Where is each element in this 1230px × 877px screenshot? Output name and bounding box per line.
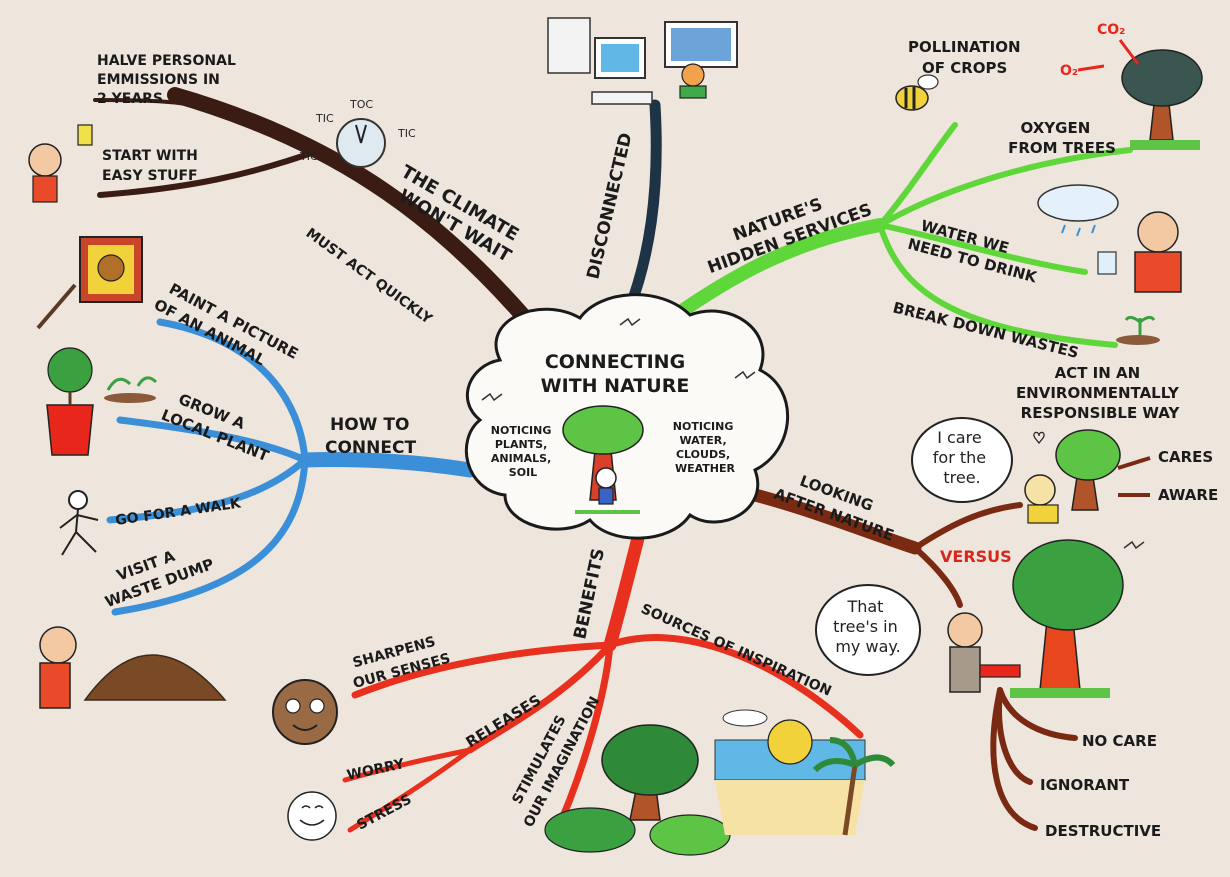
looking-label: LOOKING AFTER NATURE (771, 465, 903, 545)
cares-aware-strokes (1117, 456, 1151, 497)
speech-way-line1: That (846, 597, 883, 616)
benefits-branch (342, 523, 864, 839)
center-title-line1: CONNECTING (545, 351, 685, 373)
oxygen-tree-illustration (1121, 49, 1203, 150)
speech-bubble-way: That tree's in my way. (815, 584, 921, 676)
wastes-label: BREAK DOWN WASTES (891, 298, 1080, 362)
waste-dump-illustration (39, 626, 227, 709)
releases-label: RELEASES (463, 691, 545, 751)
clock-words: TIC TOC TIC TIC (299, 98, 419, 163)
bird-icon (481, 392, 503, 402)
person-with-lightbulb-illustration (28, 124, 93, 203)
oxygen-label: OXYGEN FROM TREES (1008, 119, 1116, 157)
rain-cloud-icon (1037, 184, 1119, 237)
aware-label: AWARE (1158, 486, 1218, 504)
grow-label: GROW A LOCAL PLANT (159, 386, 280, 465)
pollination-label: POLLINATION OF CROPS (908, 38, 1026, 77)
center-tree-illustration (562, 405, 644, 514)
speech-care-line2: for the (933, 448, 986, 467)
alert-face-illustration (272, 679, 338, 745)
connect-label: HOW TO CONNECT (325, 415, 416, 458)
no-care-label: NO CARE (1082, 732, 1157, 750)
potted-plant-illustration (46, 347, 158, 456)
climate-easy-stuff: START WITH EASY STUFF (102, 148, 203, 184)
benefits-label: BENEFITS (570, 547, 609, 641)
co2-label: CO₂ (1097, 22, 1125, 38)
svg-text:I care for the tre: I care for the tree. (933, 428, 991, 487)
speech-bubble-care: I care for the tree. (911, 417, 1013, 503)
center-right-note: NOTICING WATER, CLOUDS, WEATHER (673, 420, 737, 475)
inspiration-label: SOURCES OF INSPIRATION (638, 601, 833, 700)
bird-icon (619, 317, 641, 327)
services-branch (665, 122, 1133, 348)
smiley-face-icon (287, 791, 337, 841)
o2-label: O₂ (1060, 63, 1078, 79)
center-left-note: NOTICING PLANTS, ANIMALS, SOIL (491, 424, 555, 479)
climate-must-act: MUST ACT QUICKLY (303, 225, 436, 328)
dump-label: VISIT A WASTE DUMP (95, 535, 216, 611)
heart-icon (1033, 431, 1045, 444)
forest-illustration (544, 724, 731, 856)
stress-label: STRESS (354, 791, 414, 833)
bee-icon (895, 74, 939, 111)
computer-illustration (547, 17, 738, 105)
center-title-line2: WITH NATURE (541, 375, 690, 397)
speech-way-line2: tree's in (833, 617, 898, 636)
worry-label: WORRY (346, 756, 407, 784)
caring-tree-illustration (1024, 429, 1121, 524)
stick-figure-walking-icon (59, 490, 99, 556)
beach-illustration (714, 709, 896, 836)
sprout-icon (1116, 315, 1160, 345)
climate-branch (93, 87, 533, 326)
climate-halve-emissions: HALVE PERSONAL EMMISSIONS IN 2 YEARS (97, 53, 241, 107)
connect-branch (106, 318, 478, 616)
gas-arrows-icon (1077, 39, 1140, 72)
speech-care-line3: tree. (943, 468, 980, 487)
central-topic: CONNECTING WITH NATURE NOTICING PLANTS, … (464, 293, 790, 540)
person-drinking-illustration (1097, 211, 1182, 293)
framed-picture-illustration (36, 236, 143, 330)
paint-label: PAINT A PICTURE OF AN ANIMAL (151, 277, 306, 384)
walk-label: GO FOR A WALK (114, 495, 243, 529)
disconnected-label: DISCONNECTED (583, 131, 636, 281)
ignorant-label: IGNORANT (1040, 776, 1130, 794)
chainsaw-tree-illustration (947, 539, 1145, 698)
act-responsibly-label: ACT IN AN ENVIRONMENTALLY RESPONSIBLE WA… (1016, 364, 1184, 422)
cares-label: CARES (1158, 448, 1213, 466)
bird-icon (734, 370, 756, 380)
speech-care-line1: I care (937, 428, 981, 447)
speech-way-line3: my way. (835, 637, 900, 656)
clock-icon (336, 118, 386, 168)
versus-label: VERSUS (940, 547, 1012, 566)
destructive-label: DESTRUCTIVE (1045, 822, 1161, 840)
looking-branch (728, 483, 1078, 831)
svg-text:That tree's in my: That tree's in my way. (833, 597, 903, 656)
bird-icon (1123, 540, 1145, 550)
